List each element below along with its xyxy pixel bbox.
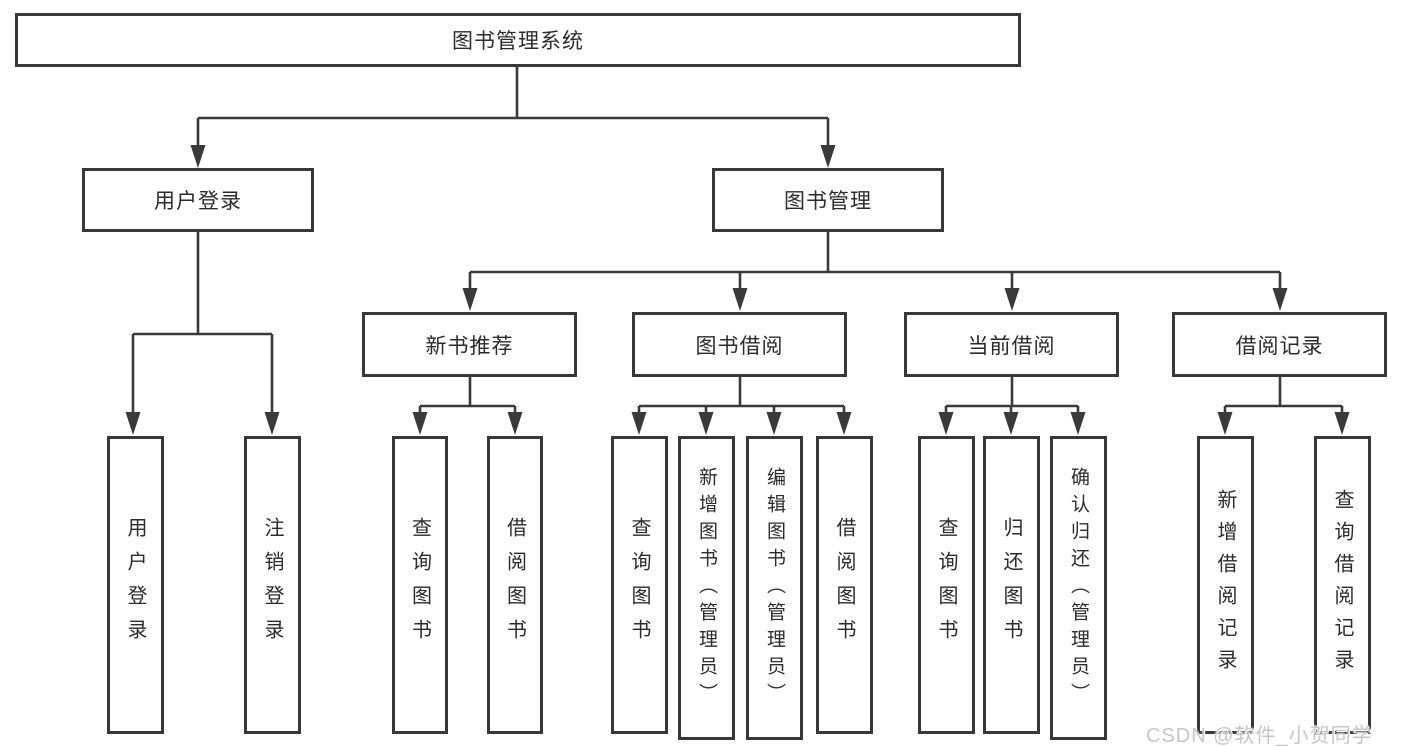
leaf-borrow-edit-books-admin-label: 编辑图书（管理员） xyxy=(764,466,785,710)
leaf-records-query-borrow-record: 查询借阅记录 xyxy=(1314,436,1371,734)
node-user-login: 用户登录 xyxy=(82,168,314,232)
leaf-logout-login-label: 注销登录 xyxy=(261,517,283,653)
connector-book-mgmt-to-level3 xyxy=(462,232,1288,311)
leaf-borrow-add-books-admin-label: 新增图书（管理员） xyxy=(696,466,717,710)
leaf-current-query-books: 查询图书 xyxy=(918,436,975,734)
node-new-book-recommend: 新书推荐 xyxy=(362,312,577,377)
leaf-borrow-edit-books-admin: 编辑图书（管理员） xyxy=(746,436,803,740)
leaf-current-return-books: 归还图书 xyxy=(983,436,1040,734)
connector-current-borrow-to-leaves xyxy=(938,377,1086,435)
connector-book-borrow-to-leaves xyxy=(631,377,852,435)
node-current-borrow: 当前借阅 xyxy=(904,312,1119,377)
leaf-records-add-borrow-record: 新增借阅记录 xyxy=(1197,436,1254,734)
leaf-borrow-borrow-books: 借阅图书 xyxy=(816,436,873,734)
node-root-library-system: 图书管理系统 xyxy=(15,13,1021,67)
leaf-current-confirm-return-admin-label: 确认归还（管理员） xyxy=(1068,466,1089,710)
leaf-current-confirm-return-admin: 确认归还（管理员） xyxy=(1050,436,1107,740)
leaf-current-query-books-label: 查询图书 xyxy=(935,517,957,653)
node-book-borrow: 图书借阅 xyxy=(632,312,847,377)
leaf-borrow-query-books-label: 查询图书 xyxy=(628,517,650,653)
leaf-records-query-borrow-record-label: 查询借阅记录 xyxy=(1331,489,1353,681)
leaf-borrow-query-books: 查询图书 xyxy=(611,436,668,734)
leaf-user-login: 用户登录 xyxy=(107,436,164,734)
connector-new-book-to-leaves xyxy=(412,377,523,435)
leaf-borrow-borrow-books-label: 借阅图书 xyxy=(833,517,855,653)
connector-user-login-to-leaves xyxy=(125,232,280,435)
leaf-borrow-add-books-admin: 新增图书（管理员） xyxy=(678,436,735,740)
csdn-watermark: CSDN @软件_小贺同学 xyxy=(1146,725,1373,747)
node-borrow-records: 借阅记录 xyxy=(1172,312,1387,377)
leaf-logout-login: 注销登录 xyxy=(244,436,301,734)
connector-borrow-records-to-leaves xyxy=(1217,377,1350,435)
leaf-newrec-borrow-books: 借阅图书 xyxy=(487,436,543,734)
leaf-current-return-books-label: 归还图书 xyxy=(1000,517,1022,653)
leaf-records-add-borrow-record-label: 新增借阅记录 xyxy=(1214,489,1236,681)
leaf-user-login-label: 用户登录 xyxy=(124,517,146,653)
node-book-management: 图书管理 xyxy=(712,168,944,232)
connector-root-to-level2 xyxy=(190,67,836,168)
leaf-newrec-query-books: 查询图书 xyxy=(392,436,448,734)
leaf-newrec-borrow-books-label: 借阅图书 xyxy=(503,517,526,653)
leaf-newrec-query-books-label: 查询图书 xyxy=(408,517,431,653)
